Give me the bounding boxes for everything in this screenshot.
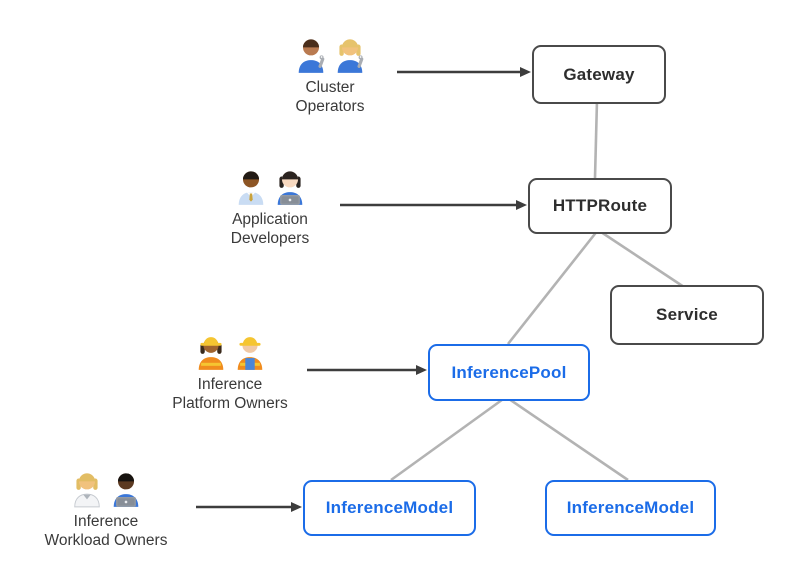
edge-httproute-service [597, 228, 685, 289]
cluster-operators-label-line1: Cluster [305, 79, 355, 96]
inference-platform-owners-icons [194, 330, 267, 371]
node-inferencemodel-right: InferenceModel [545, 480, 716, 536]
node-inferencepool: InferencePool [428, 344, 590, 401]
node-httproute-label: HTTPRoute [552, 196, 648, 215]
node-gateway-label: Gateway [563, 64, 635, 84]
node-inferencemodel-left-label: InferenceModel [325, 498, 454, 517]
persona-application-developers: Application Developers [175, 165, 365, 249]
inference-workload-owners-label: Inference Workload Owners [45, 513, 168, 551]
man-technologist-icon [113, 473, 138, 507]
application-developers-icons [234, 165, 307, 206]
inference-platform-owners-label-line1: Inference [197, 376, 263, 393]
persona-inference-platform-owners: Inference Platform Owners [135, 330, 325, 414]
woman-construction-worker-icon [198, 337, 223, 370]
cluster-operators-label-line2: Operators [295, 97, 365, 115]
node-httproute: HTTPRoute [528, 178, 672, 234]
cluster-operators-label: Cluster Operators [296, 79, 365, 117]
node-inferencemodel-right-label: InferenceModel [566, 498, 695, 517]
man-office-worker-icon [238, 171, 263, 205]
cluster-operators-icons [294, 33, 367, 74]
node-gateway: Gateway [532, 45, 666, 104]
node-service: Service [610, 285, 764, 345]
inference-platform-owners-label: Inference Platform Owners [172, 376, 287, 414]
application-developers-label: Application Developers [231, 211, 309, 249]
man-construction-worker-icon [237, 337, 262, 370]
inference-platform-owners-label-line2: Platform Owners [172, 394, 288, 412]
node-inferencepool-label: InferencePool [451, 362, 567, 382]
woman-technologist-icon [277, 171, 302, 205]
persona-cluster-operators: Cluster Operators [235, 33, 425, 117]
node-service-label: Service [656, 305, 718, 324]
edge-inferencepool-inferencemodel-left [390, 395, 507, 482]
application-developers-label-line1: Application [232, 211, 308, 228]
edge-inferencepool-inferencemodel-right [505, 395, 629, 482]
scientist-icon [73, 473, 100, 508]
inference-workload-owners-label-line2: Workload Owners [44, 531, 168, 549]
woman-mechanic-icon [337, 39, 363, 73]
edge-httproute-inferencepool [506, 229, 600, 345]
man-mechanic-icon [298, 39, 324, 73]
inference-workload-owners-icons [70, 467, 143, 508]
edge-gateway-httproute [593, 99, 599, 179]
persona-inference-workload-owners: Inference Workload Owners [11, 467, 201, 551]
application-developers-label-line2: Developers [230, 229, 310, 247]
inference-workload-owners-label-line1: Inference [73, 513, 139, 530]
node-inferencemodel-left: InferenceModel [303, 480, 476, 536]
